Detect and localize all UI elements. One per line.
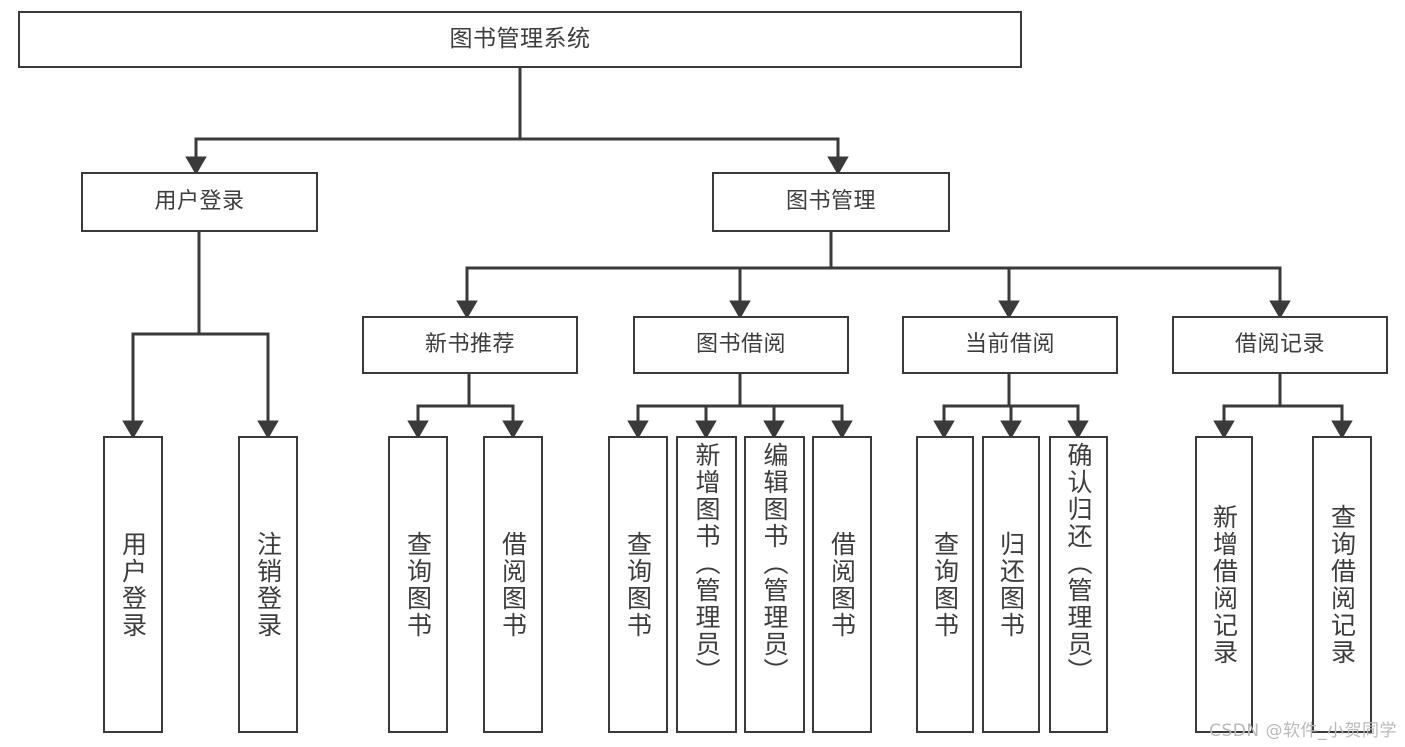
node-label: 编辑图书（管理员） <box>760 442 789 685</box>
node-label: 归还图书 <box>996 530 1026 639</box>
node-label: 借阅图书 <box>498 530 528 639</box>
leaf-query-book-3[interactable]: 查询图书 <box>916 436 974 733</box>
watermark: CSDN @软件_小贺同学 <box>1209 721 1397 741</box>
node-label: 借阅记录 <box>1234 332 1325 358</box>
node-label: 当前借阅 <box>964 332 1055 358</box>
node-label: 查询借阅记录 <box>1327 503 1357 666</box>
leaf-confirm-return[interactable]: 确认归还（管理员） <box>1049 436 1108 733</box>
leaf-borrow-book-1[interactable]: 借阅图书 <box>483 436 543 733</box>
node-label: 确认归还（管理员） <box>1064 442 1093 685</box>
node-book-manage[interactable]: 图书管理 <box>712 172 950 232</box>
node-label: 新增借阅记录 <box>1209 503 1239 666</box>
node-label: 图书借阅 <box>695 332 786 358</box>
leaf-query-book-1[interactable]: 查询图书 <box>388 436 448 733</box>
node-label: 图书管理系统 <box>449 26 591 53</box>
node-user-login[interactable]: 用户登录 <box>81 172 318 232</box>
node-borrow-record[interactable]: 借阅记录 <box>1172 316 1388 374</box>
node-label: 借阅图书 <box>827 530 857 639</box>
node-new-book-recommend[interactable]: 新书推荐 <box>362 316 578 374</box>
node-label: 新增图书（管理员） <box>692 442 721 685</box>
leaf-user-login[interactable]: 用户登录 <box>103 436 163 733</box>
node-root-system[interactable]: 图书管理系统 <box>18 11 1022 68</box>
leaf-query-record[interactable]: 查询借阅记录 <box>1312 436 1372 733</box>
node-label: 查询图书 <box>403 530 433 639</box>
leaf-query-book-2[interactable]: 查询图书 <box>608 436 668 733</box>
node-label: 用户登录 <box>118 530 148 639</box>
node-label: 注销登录 <box>253 530 283 639</box>
node-label: 用户登录 <box>154 189 245 215</box>
leaf-borrow-book-2[interactable]: 借阅图书 <box>812 436 872 733</box>
leaf-logout-login[interactable]: 注销登录 <box>238 436 298 733</box>
leaf-edit-book[interactable]: 编辑图书（管理员） <box>744 436 805 733</box>
node-label: 图书管理 <box>785 189 876 215</box>
leaf-add-book[interactable]: 新增图书（管理员） <box>676 436 737 733</box>
node-current-borrow[interactable]: 当前借阅 <box>902 316 1118 374</box>
node-label: 新书推荐 <box>424 332 515 358</box>
node-label: 查询图书 <box>930 530 960 639</box>
node-book-borrow[interactable]: 图书借阅 <box>633 316 849 374</box>
node-label: 查询图书 <box>623 530 653 639</box>
leaf-add-record[interactable]: 新增借阅记录 <box>1195 436 1253 733</box>
leaf-return-book[interactable]: 归还图书 <box>982 436 1040 733</box>
